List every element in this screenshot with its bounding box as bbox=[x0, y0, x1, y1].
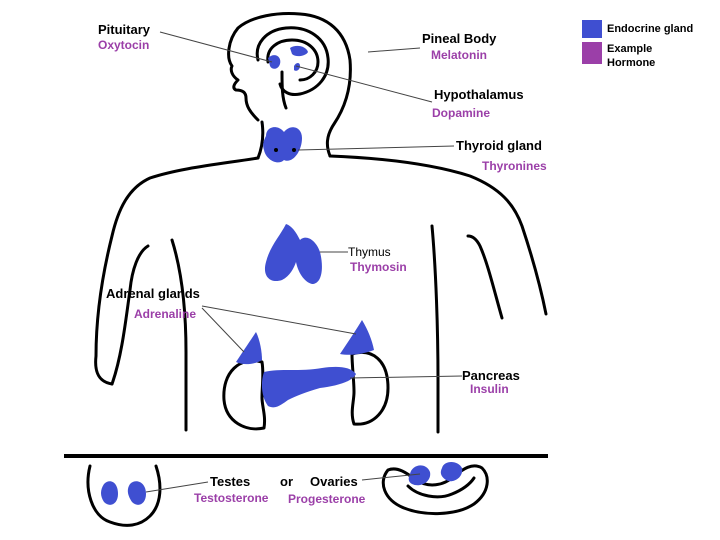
pancreas-label: Pancreas bbox=[462, 368, 520, 383]
pineal-label: Pineal Body bbox=[422, 31, 497, 46]
legend-gland-swatch bbox=[582, 20, 602, 38]
left-kidney bbox=[222, 359, 267, 431]
ovaries-leader bbox=[361, 473, 421, 481]
pineal-gland bbox=[290, 45, 308, 57]
thyronines-label: Thyronines bbox=[482, 159, 547, 173]
thyroid-leader bbox=[297, 145, 455, 151]
legend-hormone-swatch bbox=[582, 42, 602, 64]
left-arm-inner bbox=[110, 244, 150, 386]
or-label: or bbox=[280, 474, 293, 489]
right-arm-inner bbox=[466, 234, 504, 320]
adrenaline-label: Adrenaline bbox=[134, 307, 196, 321]
pituitary-label: Pituitary bbox=[98, 22, 151, 37]
testes-label: Testes bbox=[210, 474, 250, 489]
left-ovary bbox=[408, 465, 431, 486]
pancreas-leader bbox=[349, 375, 463, 379]
thyroid-label: Thyroid gland bbox=[456, 138, 542, 153]
uterus-inner bbox=[406, 476, 476, 499]
pancreas-gland bbox=[261, 366, 356, 408]
progesterone-label: Progesterone bbox=[288, 492, 366, 506]
testes-pouch bbox=[86, 464, 162, 527]
legend-gland-label: Endocrine gland bbox=[607, 23, 693, 35]
adrenal-leader-left bbox=[201, 307, 245, 353]
legend-hormone-label-line1: Example bbox=[607, 43, 652, 55]
adrenal-leader-right bbox=[201, 305, 357, 335]
pineal-leader bbox=[367, 47, 421, 53]
uterus-outline bbox=[381, 464, 489, 516]
brainstem bbox=[280, 70, 288, 110]
legend-hormone-label-line2: Hormone bbox=[607, 57, 655, 69]
right-adrenal-gland bbox=[340, 320, 374, 355]
left-adrenal-gland bbox=[236, 332, 262, 365]
dopamine-label: Dopamine bbox=[432, 106, 490, 120]
insulin-label: Insulin bbox=[470, 382, 509, 396]
thyroid-dot-right bbox=[292, 148, 296, 152]
brain-outline bbox=[255, 26, 330, 96]
left-side bbox=[170, 238, 188, 432]
thymus-label: Thymus bbox=[348, 245, 391, 259]
oxytocin-label: Oxytocin bbox=[98, 38, 149, 52]
shoulders-torso bbox=[94, 156, 260, 386]
thymus-gland bbox=[264, 224, 322, 284]
pituitary-gland bbox=[268, 55, 281, 69]
hypothalamus-label: Hypothalamus bbox=[434, 87, 524, 102]
ovaries-label: Ovaries bbox=[310, 474, 358, 489]
hypothalamus-gland bbox=[294, 63, 300, 71]
thyroid-gland bbox=[263, 127, 302, 163]
testosterone-label: Testosterone bbox=[194, 491, 269, 505]
adrenal-label: Adrenal glands bbox=[106, 286, 200, 301]
melatonin-label: Melatonin bbox=[431, 48, 487, 62]
testes-leader bbox=[145, 481, 209, 493]
right-ovary bbox=[440, 462, 463, 482]
right-testis bbox=[127, 481, 146, 505]
head-outline bbox=[227, 12, 352, 158]
neck-left bbox=[256, 120, 265, 160]
brain-inner bbox=[266, 38, 320, 82]
legend: Endocrine gland Example Hormone bbox=[582, 20, 693, 69]
hypothalamus-leader bbox=[295, 65, 433, 103]
thyroid-dot-left bbox=[274, 148, 278, 152]
right-shoulder bbox=[328, 154, 548, 316]
left-testis bbox=[101, 481, 118, 505]
right-kidney bbox=[350, 351, 390, 426]
thymosin-label: Thymosin bbox=[350, 260, 407, 274]
pituitary-leader bbox=[159, 31, 273, 63]
right-side bbox=[430, 224, 440, 434]
